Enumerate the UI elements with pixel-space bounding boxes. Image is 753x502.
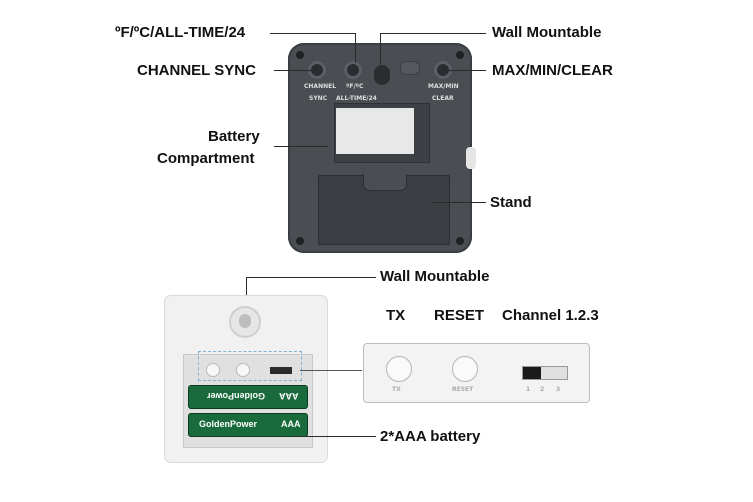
wall-mountable-bottom-label: Wall Mountable (380, 268, 490, 285)
screw-top-left (296, 51, 304, 59)
battery-brand-lower: GoldenPower (199, 419, 258, 429)
stand-notch (363, 174, 407, 191)
aaa-battery-upper: GoldenPower AAA (188, 385, 308, 409)
bay-channel-switch[interactable] (270, 367, 292, 374)
temp-mode-text-top: ºF/ºC (346, 83, 364, 90)
channel-1-text: 1 (526, 386, 531, 393)
max-min-clear-leader (444, 70, 486, 71)
tx-label: TX (386, 307, 406, 324)
channel-sync-leader (274, 70, 318, 71)
stand-leader (432, 202, 486, 203)
compliance-sticker (336, 108, 414, 154)
channel-2-text: 2 (540, 386, 545, 393)
reset-button[interactable] (452, 356, 478, 382)
tx-button[interactable] (386, 356, 412, 382)
reset-label: RESET (434, 307, 485, 324)
channel-switch[interactable] (522, 366, 568, 380)
screw-bottom-right (456, 237, 464, 245)
channel-label: Channel 1.2.3 (502, 307, 599, 324)
wall-mountable-top-label: Wall Mountable (492, 24, 602, 41)
temp-mode-button[interactable] (344, 61, 362, 79)
stand-label: Stand (490, 194, 532, 211)
screw-top-right (456, 51, 464, 59)
max-min-clear-label: MAX/MIN/CLEAR (492, 62, 613, 79)
battery-size-lower: AAA (281, 419, 301, 429)
max-min-clear-button[interactable] (434, 61, 452, 79)
zoom-connector (300, 370, 362, 371)
channel-sync-text-bottom: SYNC (309, 95, 328, 102)
channel-3-text: 3 (556, 386, 561, 393)
battery-brand-upper: GoldenPower (207, 391, 266, 401)
temp-mode-leader-h (270, 33, 356, 34)
wall-mount-hole-sensor (229, 306, 261, 338)
battery-bay: GoldenPower AAA GoldenPower AAA (183, 351, 313, 448)
temp-mode-text-bottom: ALL-TIME/24 (336, 95, 377, 102)
battery-compartment-label-line1: Battery (208, 128, 260, 145)
wall-mount-hole (374, 65, 390, 85)
battery-size-upper: AAA (279, 391, 299, 401)
aaa-battery-lower: GoldenPower AAA (188, 413, 308, 437)
controls-zoom-panel: TX RESET 1 2 3 (363, 343, 590, 403)
bay-reset-button[interactable] (236, 363, 250, 377)
wall-mountable-bottom-leader-h (246, 277, 376, 278)
reset-panel-text: RESET (452, 386, 474, 393)
channel-sync-text-top: CHANNEL (304, 83, 337, 90)
wall-mountable-top-leader-v (380, 33, 381, 65)
battery-leader (292, 436, 376, 437)
screw-bottom-left (296, 237, 304, 245)
temp-mode-label: ºF/ºC/ALL-TIME/24 (115, 24, 246, 41)
controls-highlight (198, 351, 302, 381)
max-min-text-top: MAX/MIN (428, 83, 459, 90)
channel-sync-label: CHANNEL SYNC (137, 62, 256, 79)
battery-compartment-label-line2: Compartment (157, 150, 255, 167)
bay-tx-button[interactable] (206, 363, 220, 377)
thermometer-back-panel: CHANNEL SYNC ºF/ºC ALL-TIME/24 MAX/MIN C… (288, 43, 476, 253)
side-knob (466, 147, 476, 169)
max-min-text-bottom: CLEAR (432, 95, 454, 102)
wall-mountable-top-leader-h (380, 33, 486, 34)
battery-compartment-leader (274, 146, 328, 147)
fold-out-stand[interactable] (318, 174, 450, 245)
sensor-back: GoldenPower AAA GoldenPower AAA (165, 296, 327, 462)
wall-mount-slot (400, 61, 420, 75)
temp-mode-leader-v (355, 33, 356, 63)
battery-label: 2*AAA battery (380, 428, 481, 445)
tx-panel-text: TX (392, 386, 401, 393)
wall-mountable-bottom-leader-v (246, 277, 247, 311)
